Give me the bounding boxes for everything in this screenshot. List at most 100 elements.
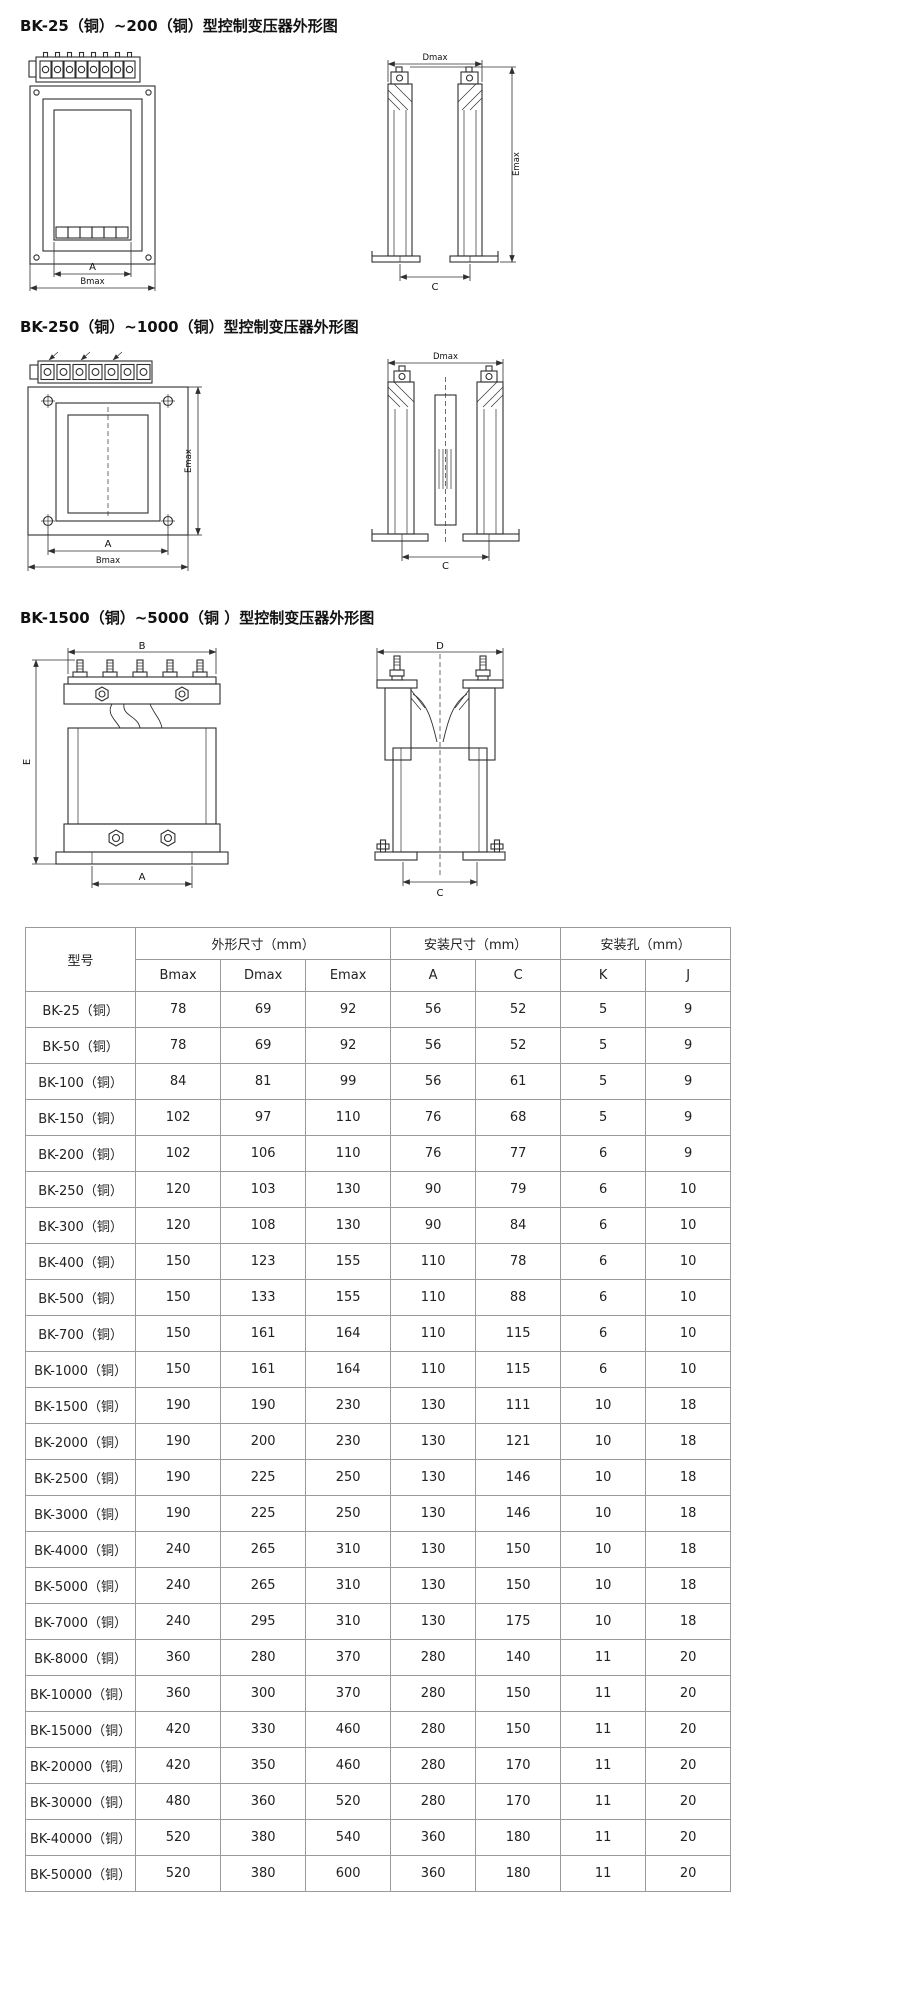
value-cell: 150 bbox=[475, 1531, 562, 1568]
value-cell: 180 bbox=[475, 1819, 562, 1856]
value-cell: 18 bbox=[645, 1387, 732, 1424]
value-cell: 200 bbox=[220, 1423, 307, 1460]
value-cell: 190 bbox=[135, 1423, 222, 1460]
value-cell: 130 bbox=[390, 1387, 477, 1424]
value-cell: 11 bbox=[560, 1783, 647, 1820]
value-cell: 360 bbox=[390, 1855, 477, 1892]
value-cell: 9 bbox=[645, 1099, 732, 1136]
value-cell: 11 bbox=[560, 1855, 647, 1892]
value-cell: 150 bbox=[135, 1315, 222, 1352]
value-cell: 121 bbox=[475, 1423, 562, 1460]
dim-label-dmax: Dmax bbox=[433, 352, 458, 362]
value-cell: 130 bbox=[390, 1603, 477, 1640]
value-cell: 6 bbox=[560, 1351, 647, 1388]
model-cell: BK-1500（铜） bbox=[24, 1387, 137, 1424]
value-cell: 140 bbox=[475, 1639, 562, 1676]
dimension-bmax: Bmax bbox=[29, 264, 156, 291]
value-cell: 90 bbox=[390, 1207, 477, 1244]
value-cell: 360 bbox=[220, 1783, 307, 1820]
side-structure bbox=[371, 66, 499, 263]
value-cell: 164 bbox=[305, 1315, 392, 1352]
header-outline-size: 外形尺寸（mm） bbox=[135, 927, 392, 960]
dim-label-emax: Emax bbox=[512, 152, 522, 176]
value-cell: 360 bbox=[135, 1675, 222, 1712]
spec-table: 型号 外形尺寸（mm） 安装尺寸（mm） 安装孔（mm） Bmax Dmax E… bbox=[24, 927, 732, 1892]
value-cell: 360 bbox=[135, 1639, 222, 1676]
value-cell: 90 bbox=[390, 1171, 477, 1208]
value-cell: 18 bbox=[645, 1531, 732, 1568]
header-model: 型号 bbox=[24, 927, 137, 992]
header-col-a: A bbox=[390, 959, 477, 992]
value-cell: 106 bbox=[220, 1135, 307, 1172]
value-cell: 84 bbox=[135, 1063, 222, 1100]
model-cell: BK-8000（铜） bbox=[24, 1639, 137, 1676]
value-cell: 280 bbox=[220, 1639, 307, 1676]
model-cell: BK-20000（铜） bbox=[24, 1747, 137, 1784]
value-cell: 280 bbox=[390, 1639, 477, 1676]
value-cell: 6 bbox=[560, 1207, 647, 1244]
model-cell: BK-3000（铜） bbox=[24, 1495, 137, 1532]
value-cell: 310 bbox=[305, 1531, 392, 1568]
value-cell: 123 bbox=[220, 1243, 307, 1280]
model-cell: BK-15000（铜） bbox=[24, 1711, 137, 1748]
section-drawings: A Bmax Dma bbox=[0, 48, 900, 293]
value-cell: 380 bbox=[220, 1855, 307, 1892]
model-cell: BK-50（铜） bbox=[24, 1027, 137, 1064]
value-cell: 380 bbox=[220, 1819, 307, 1856]
section-title: BK-250（铜）~1000（铜）型控制变压器外形图 bbox=[20, 318, 359, 336]
value-cell: 69 bbox=[220, 1027, 307, 1064]
value-cell: 520 bbox=[135, 1819, 222, 1856]
dimension-dmax: Dmax bbox=[387, 53, 483, 82]
value-cell: 150 bbox=[135, 1351, 222, 1388]
value-cell: 370 bbox=[305, 1675, 392, 1712]
spec-table-wrap: 型号 外形尺寸（mm） 安装尺寸（mm） 安装孔（mm） Bmax Dmax E… bbox=[24, 927, 900, 1892]
section-bk1500-5000: BK-1500（铜）~5000（铜 ）型控制变压器外形图 B bbox=[0, 608, 900, 905]
value-cell: 120 bbox=[135, 1207, 222, 1244]
dimension-emax: Emax bbox=[410, 66, 522, 263]
value-cell: 10 bbox=[560, 1423, 647, 1460]
value-cell: 130 bbox=[390, 1459, 477, 1496]
value-cell: 250 bbox=[305, 1459, 392, 1496]
model-cell: BK-250（铜） bbox=[24, 1171, 137, 1208]
bk1500-5000-side-view: D bbox=[374, 641, 506, 899]
value-cell: 99 bbox=[305, 1063, 392, 1100]
value-cell: 10 bbox=[645, 1351, 732, 1388]
value-cell: 520 bbox=[135, 1855, 222, 1892]
value-cell: 225 bbox=[220, 1459, 307, 1496]
value-cell: 146 bbox=[475, 1459, 562, 1496]
value-cell: 130 bbox=[390, 1531, 477, 1568]
value-cell: 20 bbox=[645, 1675, 732, 1712]
value-cell: 480 bbox=[135, 1783, 222, 1820]
dimension-a: A bbox=[53, 242, 132, 277]
value-cell: 240 bbox=[135, 1603, 222, 1640]
dim-label-c: C bbox=[437, 888, 444, 899]
value-cell: 10 bbox=[645, 1279, 732, 1316]
dim-label-b: B bbox=[139, 641, 146, 652]
model-cell: BK-400（铜） bbox=[24, 1243, 137, 1280]
value-cell: 77 bbox=[475, 1135, 562, 1172]
value-cell: 76 bbox=[390, 1135, 477, 1172]
value-cell: 5 bbox=[560, 991, 647, 1028]
value-cell: 9 bbox=[645, 991, 732, 1028]
header-col-k: K bbox=[560, 959, 647, 992]
value-cell: 5 bbox=[560, 1099, 647, 1136]
value-cell: 300 bbox=[220, 1675, 307, 1712]
bk1500-5000-front-view: B bbox=[22, 641, 229, 888]
dimension-c: C bbox=[402, 862, 478, 899]
value-cell: 110 bbox=[390, 1315, 477, 1352]
terminal-block bbox=[29, 351, 153, 384]
value-cell: 420 bbox=[135, 1711, 222, 1748]
value-cell: 146 bbox=[475, 1495, 562, 1532]
dimension-emax: Emax bbox=[184, 386, 202, 536]
value-cell: 6 bbox=[560, 1315, 647, 1352]
value-cell: 92 bbox=[305, 991, 392, 1028]
value-cell: 10 bbox=[560, 1495, 647, 1532]
value-cell: 115 bbox=[475, 1351, 562, 1388]
